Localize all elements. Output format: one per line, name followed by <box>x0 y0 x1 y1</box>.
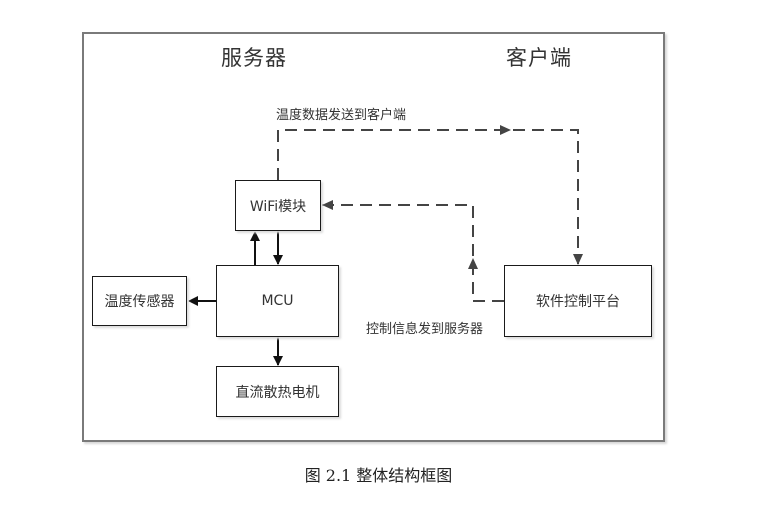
diagram-frame <box>82 32 665 442</box>
node-dc-fan-motor-label: 直流散热电机 <box>235 384 320 401</box>
arrowhead-control-to-server-mid <box>468 258 478 269</box>
edge-label-control-to-server: 控制信息发到服务器 <box>366 322 484 337</box>
dashed-path-control-to-server <box>322 204 504 302</box>
node-temp-sensor-label: 温度传感器 <box>104 294 175 310</box>
node-software-platform-label: 软件控制平台 <box>536 294 620 310</box>
figure-caption: 图 2.1 整体结构框图 <box>304 466 453 485</box>
node-software-platform: 软件控制平台 <box>504 265 652 337</box>
arrowhead-temp-to-client-mid <box>500 125 511 135</box>
edge-label-temp-to-client: 温度数据发送到客户端 <box>276 108 407 123</box>
node-dc-fan-motor: 直流散热电机 <box>216 366 339 417</box>
node-temp-sensor: 温度传感器 <box>92 276 187 326</box>
heading-server: 服务器 <box>221 46 287 70</box>
dashed-path-temp-to-client <box>277 129 579 264</box>
arrowhead-control-to-server-end <box>322 200 333 210</box>
node-wifi-module: WiFi模块 <box>235 180 321 231</box>
node-mcu-label: MCU <box>261 293 294 309</box>
arrowhead-temp-to-client-end <box>573 254 583 265</box>
node-wifi-module-label: WiFi模块 <box>249 198 307 215</box>
node-mcu: MCU <box>216 265 339 337</box>
heading-client: 客户端 <box>506 46 572 70</box>
